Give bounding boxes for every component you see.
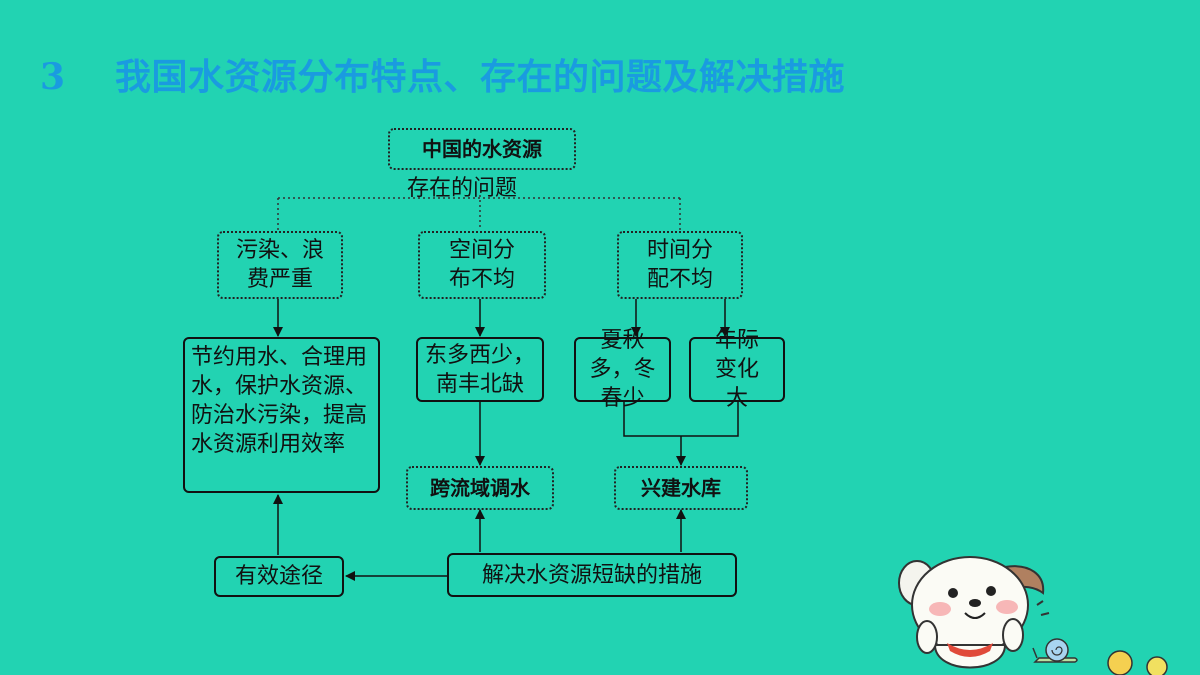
problem-pollution: 污染、浪费严重 [217, 231, 343, 299]
root-subtitle: 存在的问题 [407, 176, 518, 201]
title-number: 3 [40, 56, 66, 98]
detail-seasons: 夏秋多，冬春少 [574, 328, 671, 411]
detail-conserve-water: 节约用水、合理用水，保护水资源、防治水污染，提高水资源利用效率 [183, 337, 380, 493]
shortage-measures: 解决水资源短缺的措施 [447, 553, 737, 597]
problem-temporal: 时间分配不均 [617, 231, 743, 299]
cartoon-dog-icon [898, 556, 1168, 675]
detail-east-west: 东多西少，南丰北缺 [416, 337, 544, 402]
problem-spatial: 空间分布不均 [418, 231, 546, 299]
effective-path: 有效途径 [214, 556, 344, 597]
solution-water-transfer: 跨流域调水 [406, 466, 554, 510]
root-node: 中国的水资源 [388, 128, 576, 170]
title-text: 我国水资源分布特点、存在的问题及解决措施 [115, 56, 846, 98]
solution-reservoir: 兴建水库 [614, 466, 748, 510]
detail-annual: 年际变化大 [689, 328, 785, 411]
